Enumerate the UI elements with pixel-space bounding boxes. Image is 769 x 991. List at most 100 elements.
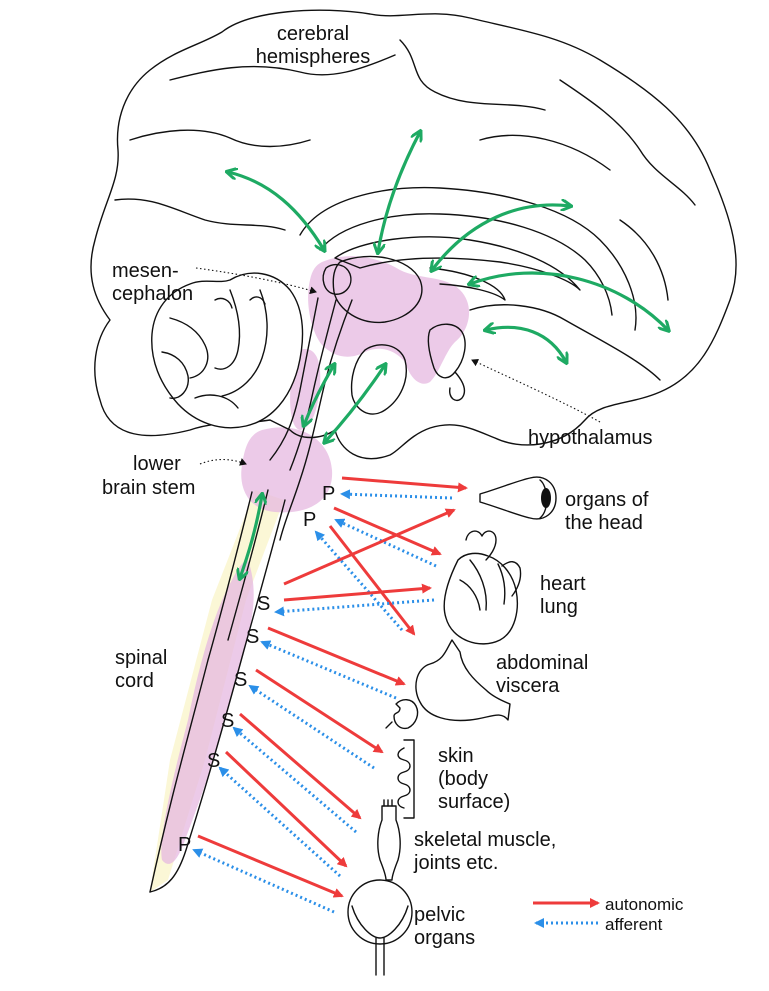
- pituitary: [448, 371, 466, 402]
- marker-p-3: P: [178, 834, 191, 856]
- label-hemispheres: hemispheres: [256, 46, 371, 68]
- afferent-arrow-8: [218, 766, 342, 878]
- gyrus-7: [619, 219, 669, 301]
- label-heart: heart: [540, 573, 586, 595]
- marker-p-1: P: [322, 483, 335, 505]
- green-arrow-5: [486, 327, 566, 362]
- leader-lines: [195, 267, 601, 466]
- afferent-arrow-4: [274, 598, 435, 617]
- gyrus-6: [114, 198, 286, 231]
- label-spinal: spinal: [115, 647, 167, 669]
- labels: cerebral hemispheres mesen- cephalon hyp…: [102, 23, 653, 949]
- marker-s-1: S: [257, 593, 270, 615]
- label-lung: lung: [540, 596, 578, 618]
- green-arrow-4: [470, 271, 668, 330]
- label-organs-of: organs of: [565, 489, 649, 511]
- central-pathway-arrows: [228, 132, 668, 578]
- eye-icon: [479, 476, 557, 520]
- label-brain-stem: brain stem: [102, 477, 195, 499]
- cerebellum-folia-6: [249, 296, 266, 305]
- gyrus-2: [399, 39, 546, 111]
- peripheral-arrows: [192, 476, 468, 914]
- label-cephalon: cephalon: [112, 283, 193, 305]
- label-pelvic: pelvic: [414, 904, 465, 926]
- afferent-arrow-9: [192, 848, 335, 914]
- label-hypothalamus: hypothalamus: [528, 427, 653, 449]
- autonomic-arrow-2: [333, 506, 442, 556]
- gyrus-5: [479, 134, 611, 171]
- autonomic-arrow-1: [341, 476, 468, 493]
- legend-afferent-label: afferent: [605, 915, 663, 934]
- marker-s-5: S: [207, 750, 220, 772]
- bladder-icon: [347, 879, 413, 976]
- cerebral-hemisphere-outline: [90, 9, 737, 460]
- label-body: (body: [438, 768, 488, 790]
- label-organs: organs: [414, 927, 475, 949]
- cerebellum-folia-5: [194, 394, 239, 409]
- superior-colliculus: [322, 263, 352, 295]
- gyrus-3: [129, 129, 311, 148]
- label-mesen: mesen-: [112, 260, 179, 282]
- legend: autonomic afferent: [533, 895, 684, 934]
- label-joints: joints etc.: [413, 852, 498, 874]
- spinal-cord-highlight: [161, 560, 254, 864]
- stomach-icon: [415, 639, 511, 722]
- cerebellum-folia-4: [161, 351, 189, 399]
- green-arrow-3: [432, 205, 570, 270]
- cerebellum-folia-7: [214, 297, 233, 309]
- brain-stem-back: [269, 297, 319, 461]
- cerebellum-folia-3: [169, 317, 209, 379]
- autonomic-arrow-10: [197, 834, 344, 898]
- marker-s-4: S: [221, 710, 234, 732]
- marker-p-2: P: [303, 509, 316, 531]
- autonomic-arrow-4: [283, 508, 456, 586]
- kidney-icon: [385, 699, 419, 730]
- green-arrow-1: [228, 172, 324, 250]
- afferent-arrow-2: [334, 518, 437, 568]
- thalamus-outline: [332, 255, 423, 324]
- organs: [347, 476, 557, 976]
- autonomic-arrow-5: [283, 583, 432, 602]
- label-cerebral: cerebral: [277, 23, 349, 45]
- skin-icon: [397, 739, 415, 819]
- marker-s-3: S: [234, 669, 247, 691]
- label-the-head: the head: [565, 512, 643, 534]
- cerebellum-folia-2: [221, 289, 268, 397]
- autonomic-arrow-7: [255, 668, 384, 754]
- afferent-arrow-3: [314, 530, 404, 631]
- afferent-arrow-5: [260, 640, 397, 700]
- legend-autonomic-label: autonomic: [605, 895, 684, 914]
- heart-icon: [443, 530, 522, 645]
- lower-brain-stem-highlight: [241, 427, 333, 513]
- leader-mesencephalon: [195, 267, 317, 295]
- autonomic-arrow-9: [224, 750, 348, 868]
- gyrus-4: [559, 79, 696, 206]
- label-cord: cord: [115, 670, 154, 692]
- gyrus-1: [169, 54, 396, 81]
- temporal-lobe: [469, 304, 661, 381]
- green-arrow-2: [378, 132, 420, 252]
- cerebellum-outline: [151, 272, 304, 429]
- leader-hypothalamus: [471, 358, 601, 423]
- label-surface: surface): [438, 791, 510, 813]
- afferent-arrow-7: [232, 726, 357, 834]
- green-arrow-8: [240, 495, 262, 578]
- marker-s-2: S: [246, 626, 259, 648]
- label-skin: skin: [438, 745, 474, 767]
- hypothalamus-highlight: [308, 256, 470, 384]
- autonomic-arrow-6: [267, 626, 406, 686]
- leader-lower-brain-stem: [199, 458, 247, 466]
- label-viscera: viscera: [496, 675, 560, 697]
- autonomic-arrow-3: [328, 525, 416, 636]
- afferent-arrow-1: [340, 489, 453, 500]
- label-skeletal: skeletal muscle,: [414, 829, 556, 851]
- label-lower: lower: [133, 453, 181, 475]
- autonomic-arrow-8: [239, 712, 362, 820]
- cerebellum-folia-1: [214, 289, 241, 370]
- green-arrow-7: [325, 365, 385, 442]
- muscle-icon: [377, 799, 401, 881]
- outflow-markers: P P S S S S S P: [178, 483, 335, 856]
- label-abdominal: abdominal: [496, 652, 588, 674]
